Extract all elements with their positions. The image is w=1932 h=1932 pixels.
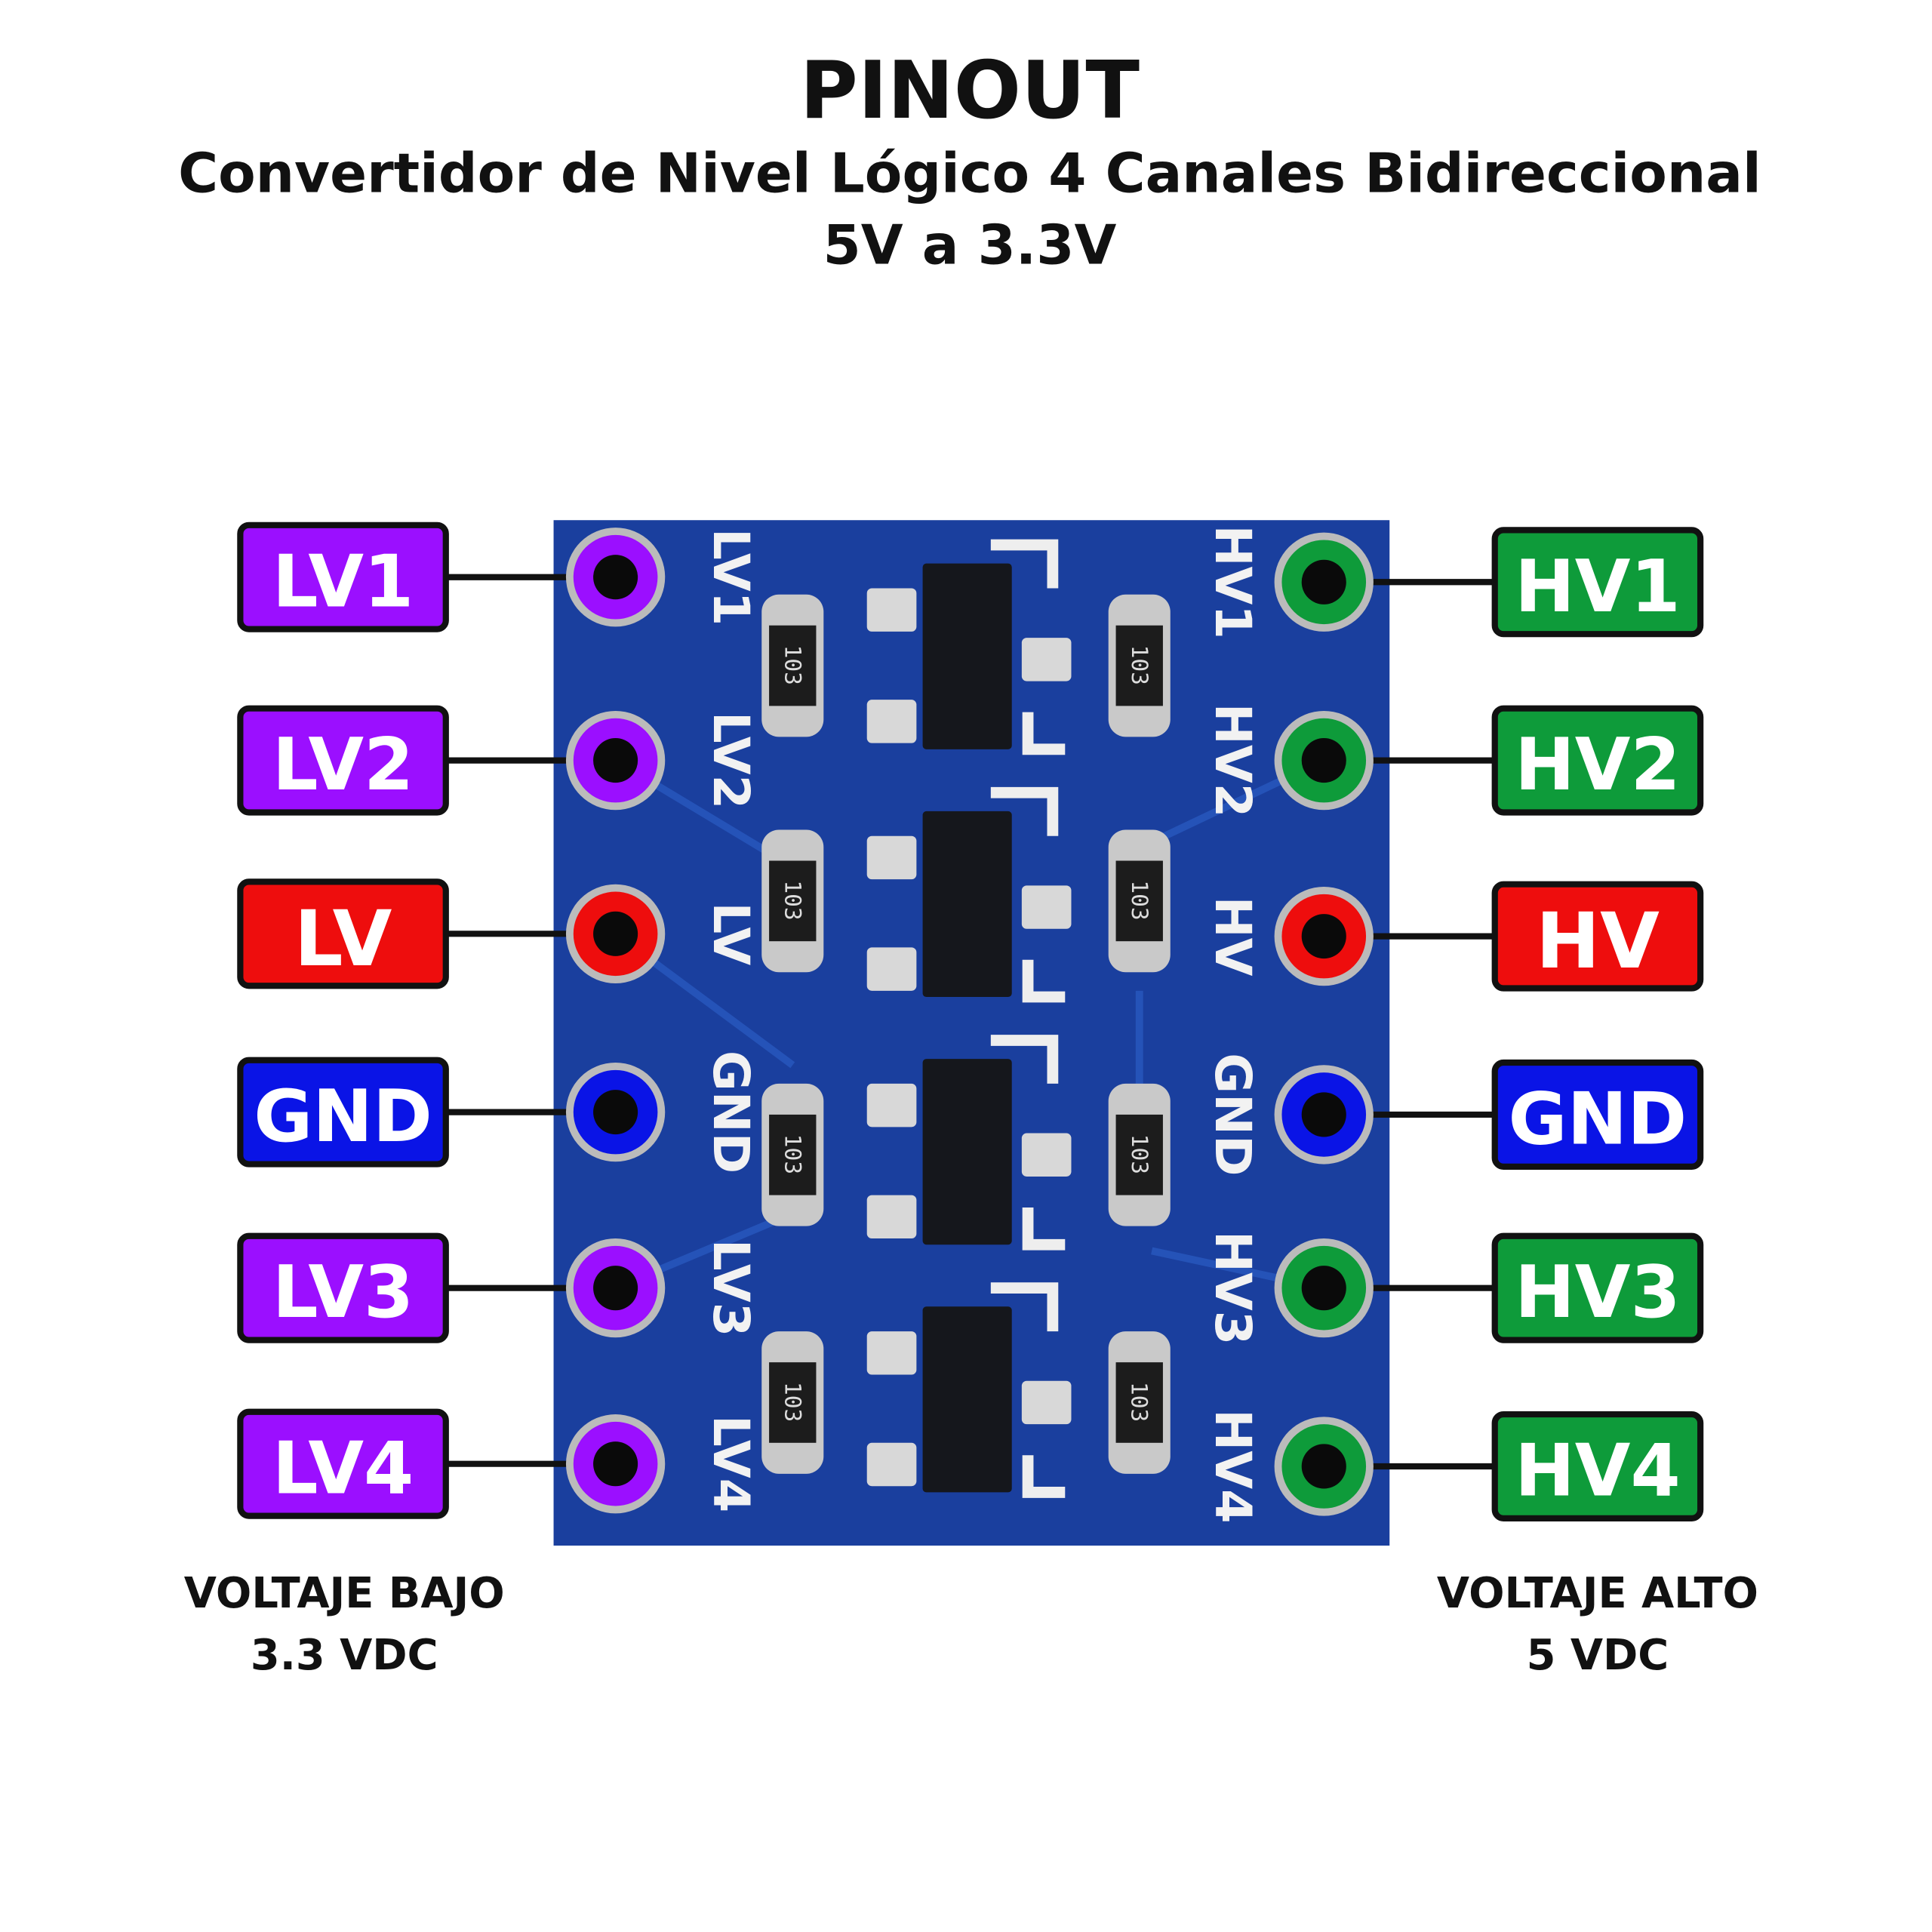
low-voltage-value: 3.3 VDC — [251, 1631, 438, 1680]
pin-label: HV4 — [1515, 1430, 1681, 1513]
pin-lv-low: LV LV — [237, 878, 759, 989]
pin-label: HV3 — [1515, 1251, 1681, 1334]
high-voltage-caption: VOLTAJE ALTO — [1437, 1569, 1758, 1618]
resistor: 103 — [1108, 1083, 1171, 1226]
pin-hv3-high: HV3 HV3 — [1204, 1231, 1704, 1345]
page-subtitle: Convertidor de Nivel Lógico 4 Canales Bi… — [178, 142, 1761, 205]
pin-gnd-low: GND GND — [237, 1051, 759, 1174]
resistor-marking: 103 — [1127, 1382, 1152, 1422]
transistor — [866, 539, 1072, 755]
silkscreen-label: HV — [1204, 897, 1261, 977]
resistor-marking: 103 — [780, 880, 805, 920]
pin-hole — [1301, 1092, 1346, 1137]
pin-lv4-low: LV4 LV4 — [237, 1408, 759, 1519]
pin-label-box — [237, 1232, 449, 1343]
resistor: 103 — [761, 1331, 824, 1474]
low-voltage-caption: VOLTAJE BAJO — [184, 1569, 505, 1618]
pin-label-box — [1491, 881, 1704, 992]
pin-label-box — [237, 1408, 449, 1519]
silkscreen-label: HV4 — [1204, 1409, 1261, 1523]
resistor-marking: 103 — [780, 645, 805, 685]
pin-label: LV3 — [272, 1251, 414, 1334]
high-voltage-value: 5 VDC — [1527, 1631, 1669, 1680]
pin-label: HV1 — [1515, 546, 1681, 629]
silkscreen-label: LV1 — [702, 528, 759, 626]
components: 103 103 103 103 103 103 103 103 — [761, 539, 1171, 1498]
silkscreen-label: LV4 — [702, 1415, 759, 1512]
pin-label: LV4 — [272, 1427, 414, 1510]
resistor: 103 — [1108, 594, 1171, 737]
pin-label-box — [1491, 1059, 1704, 1170]
pin-hole — [1301, 1444, 1346, 1489]
pin-label-box — [237, 521, 449, 632]
transistor — [866, 1035, 1072, 1251]
pin-label: LV — [294, 894, 392, 983]
page-subtitle-voltage: 5V a 3.3V — [823, 214, 1117, 278]
pin-lv1-low: LV1 LV1 — [237, 521, 759, 632]
resistor-marking: 103 — [1127, 880, 1152, 920]
pin-label-box — [237, 705, 449, 816]
silkscreen-label: LV2 — [702, 712, 759, 809]
pin-label: LV2 — [272, 724, 414, 807]
silkscreen-label: LV3 — [702, 1239, 759, 1337]
transistor — [866, 786, 1072, 1003]
resistor: 103 — [761, 594, 824, 737]
pin-hole — [593, 738, 638, 783]
pin-label-box — [237, 1057, 449, 1168]
page-title: PINOUT — [800, 45, 1140, 137]
pin-label-box — [237, 878, 449, 989]
resistor: 103 — [761, 829, 824, 973]
pin-label: LV1 — [272, 540, 414, 623]
pin-label-box — [1491, 1232, 1704, 1343]
pin-hole — [593, 911, 638, 956]
pin-hv2-high: HV2 HV2 — [1204, 703, 1704, 817]
pin-label: GND — [1509, 1078, 1687, 1161]
resistor-marking: 103 — [780, 1134, 805, 1174]
pin-hole — [593, 1090, 638, 1135]
pin-label: HV — [1536, 897, 1660, 986]
resistor: 103 — [1108, 1331, 1171, 1474]
pin-hv1-high: HV1 HV1 — [1204, 525, 1704, 639]
pin-label: HV2 — [1515, 724, 1681, 807]
pin-hole — [1301, 914, 1346, 959]
pin-hole — [593, 555, 638, 600]
transistor — [866, 1282, 1072, 1498]
silkscreen-label: LV — [702, 903, 759, 966]
pin-lv3-low: LV3 LV3 — [237, 1232, 759, 1343]
pin-hole — [593, 1441, 638, 1487]
silkscreen-label: HV1 — [1204, 525, 1261, 639]
pin-label-box — [1491, 1411, 1704, 1521]
pin-label-box — [1491, 705, 1704, 816]
resistor-marking: 103 — [1127, 1134, 1152, 1174]
pin-hole — [1301, 1266, 1346, 1311]
pin-lv2-low: LV2 LV2 — [237, 705, 759, 816]
pin-hv4-high: HV4 HV4 — [1204, 1409, 1704, 1524]
resistor: 103 — [761, 1083, 824, 1226]
silkscreen-label: GND — [1204, 1053, 1261, 1176]
silkscreen-label: HV3 — [1204, 1231, 1261, 1345]
pin-hv-high: HV HV — [1204, 881, 1704, 992]
pin-hole — [1301, 738, 1346, 783]
resistor-marking: 103 — [780, 1382, 805, 1422]
pin-label: GND — [254, 1075, 432, 1158]
pin-gnd-high: GND GND — [1204, 1053, 1704, 1177]
resistor-marking: 103 — [1127, 645, 1152, 685]
pin-hole — [1301, 559, 1346, 605]
silkscreen-label: GND — [702, 1051, 759, 1174]
level-converter-board: 103 103 103 103 103 103 103 103 — [553, 520, 1390, 1546]
pin-hole — [593, 1266, 638, 1311]
silkscreen-label: HV2 — [1204, 703, 1261, 817]
pin-label-box — [1491, 527, 1704, 638]
resistor: 103 — [1108, 829, 1171, 973]
